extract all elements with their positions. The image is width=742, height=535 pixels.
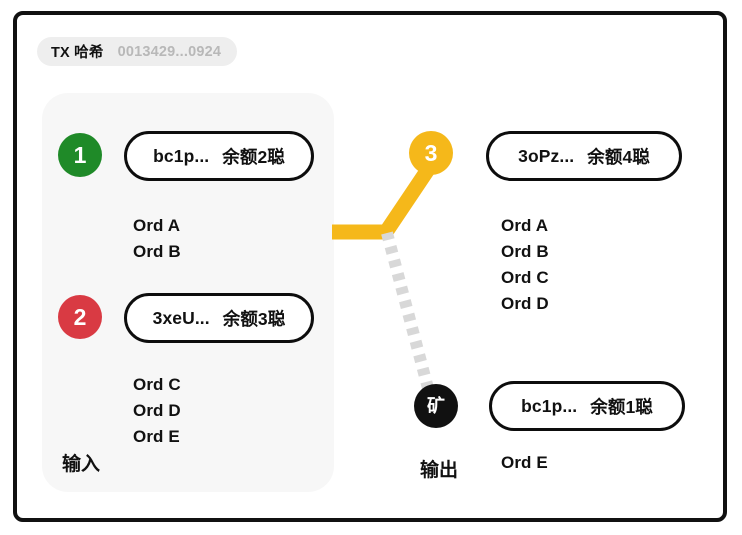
input-badge-2[interactable]: 2 [58, 295, 102, 339]
output-badge-3-label: 3 [424, 139, 438, 166]
output-ordinal-item: Ord B [501, 242, 549, 261]
input-amount-1: 余额2聪 [222, 146, 285, 167]
input-address-1: bc1p... [153, 145, 210, 166]
tx-hash-label: TX 哈希 [51, 45, 104, 61]
output-amount-3: 余额4聪 [587, 146, 650, 167]
input-address-pill-1[interactable]: bc1p... 余额2聪 [124, 131, 314, 181]
output-ordinal-item: Ord D [501, 294, 549, 313]
tx-hash-value: 0013429...0924 [117, 43, 222, 60]
output-ordinal-item: Ord A [501, 216, 549, 235]
input-ordinal-item: Ord A [133, 216, 181, 235]
input-badge-1-label: 1 [73, 141, 87, 168]
input-address-pill-2[interactable]: 3xeU... 余额3聪 [124, 293, 314, 343]
output-ordinal-item: Ord C [501, 268, 549, 287]
output-address-pill-miner[interactable]: bc1p... 余额1聪 [489, 381, 685, 431]
input-section-label: 输入 [62, 454, 101, 475]
miner-badge-label: 矿 [427, 396, 445, 416]
output-ordinal-list-miner: Ord E [501, 450, 548, 476]
output-section-label: 输出 [420, 460, 459, 481]
output-address-pill-3[interactable]: 3oPz... 余额4聪 [486, 131, 682, 181]
input-badge-2-label: 2 [73, 303, 87, 330]
input-ordinal-item: Ord C [133, 375, 181, 394]
input-amount-2: 余额3聪 [222, 308, 286, 329]
output-address-3: 3oPz... [518, 145, 575, 166]
tx-hash-chip: TX 哈希 0013429...0924 [37, 37, 238, 66]
output-address-miner: bc1p... [521, 395, 578, 416]
output-badge-3[interactable]: 3 [409, 131, 453, 175]
miner-badge[interactable]: 矿 [414, 384, 458, 428]
input-address-2: 3xeU... [152, 307, 210, 328]
input-ordinal-list-1: Ord A Ord B [133, 213, 181, 265]
output-amount-miner: 余额1聪 [590, 396, 653, 417]
input-ordinal-item: Ord D [133, 401, 181, 420]
output-ordinal-item: Ord E [501, 453, 548, 472]
input-ordinal-item: Ord B [133, 242, 181, 261]
input-badge-1[interactable]: 1 [58, 133, 102, 177]
output-ordinal-list-3: Ord A Ord B Ord C Ord D [501, 213, 549, 317]
input-ordinal-list-2: Ord C Ord D Ord E [133, 372, 181, 450]
input-ordinal-item: Ord E [133, 427, 180, 446]
